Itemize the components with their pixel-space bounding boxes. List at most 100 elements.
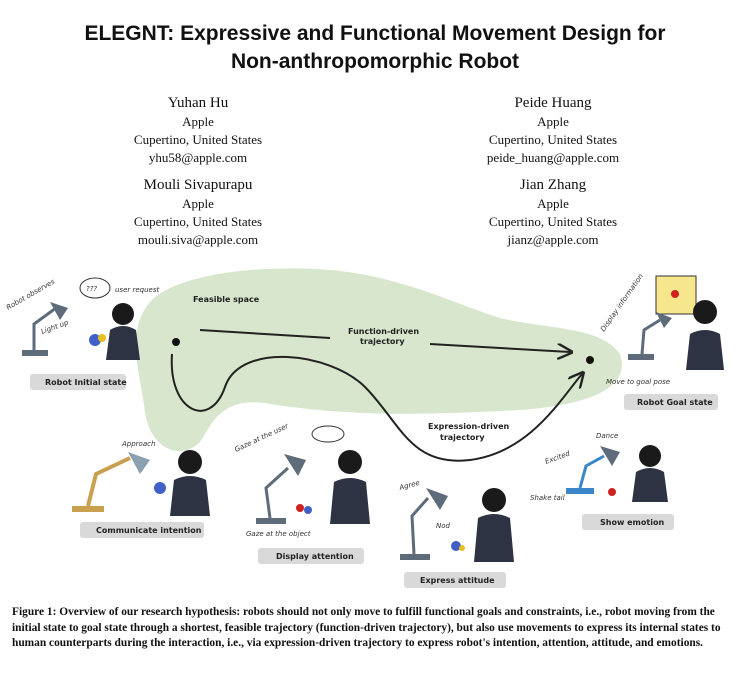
object-icon: [451, 541, 461, 551]
feasible-space-label: Feasible space: [193, 295, 260, 304]
express-attitude-box: [404, 572, 506, 588]
note-display-information: Display information: [599, 272, 645, 333]
author-email[interactable]: jianz@apple.com: [507, 232, 599, 247]
author-affiliation: Apple: [182, 196, 214, 211]
function-trajectory-label: Function-driven: [348, 327, 419, 336]
lamp-head-icon: [426, 488, 448, 510]
lamp-head-icon: [656, 312, 672, 328]
lamp-arm-icon: [264, 466, 290, 519]
express-attitude-illustration: Agree Nod Express attitude: [397, 479, 514, 588]
author-affiliation: Apple: [537, 196, 569, 211]
lamp-head-icon: [50, 302, 68, 320]
communicate-intention-illustration: Approach Communicate intention: [72, 440, 210, 538]
display-attention-illustration: Gaze at the user Gaze at the object Disp…: [233, 422, 370, 564]
object-icon: [296, 504, 304, 512]
speech-bubble-icon: [311, 425, 345, 443]
goal-state-illustration: Display information Move to goal pose Ro…: [599, 272, 724, 410]
display-attention-label: Display attention: [276, 552, 354, 561]
communicate-intention-label: Communicate intention: [96, 526, 202, 535]
note-shake-tail: Shake tail: [530, 494, 565, 502]
note-nod: Nod: [436, 522, 451, 530]
lamp-arm-icon: [86, 456, 131, 507]
person-head-icon: [112, 303, 134, 325]
note-agree: Agree: [397, 479, 420, 492]
note-approach: Approach: [121, 440, 155, 448]
author-block: Peide Huang Apple Cupertino, United Stat…: [443, 93, 663, 167]
person-head-icon: [693, 300, 717, 324]
lamp-base-icon: [256, 518, 286, 524]
author-email[interactable]: yhu58@apple.com: [148, 150, 248, 165]
author-location: Cupertino, United States: [133, 214, 263, 229]
object-icon: [98, 334, 106, 342]
author-email[interactable]: mouli.siva@apple.com: [137, 232, 259, 247]
overview-figure: Feasible space Function-driven trajector…: [5, 268, 724, 588]
initial-state-box: [30, 374, 126, 390]
note-user-request: user request: [115, 286, 160, 294]
show-emotion-box: [582, 514, 674, 530]
title-line-1: ELEGNT: Expressive and Functional Moveme…: [84, 22, 666, 45]
author-name: Jian Zhang: [519, 177, 587, 193]
person-body-icon: [170, 476, 210, 516]
lamp-base-icon: [628, 354, 654, 360]
person-head-icon: [639, 445, 661, 467]
title-line-2: Non-anthropomorphic Robot: [230, 50, 520, 73]
note-move-to-goal: Move to goal pose: [606, 378, 670, 386]
paper-title: ELEGNT: Expressive and Functional Moveme…: [0, 20, 750, 76]
feasible-space-region: [135, 268, 622, 452]
expression-trajectory-label: Expression-driven: [428, 422, 510, 431]
author-affiliation: Apple: [182, 114, 214, 129]
object-icon: [671, 290, 679, 298]
person-head-icon: [482, 488, 506, 512]
lamp-head-icon: [600, 446, 620, 466]
object-icon: [459, 545, 465, 551]
object-icon: [89, 334, 101, 346]
object-icon: [304, 506, 312, 514]
goal-state-box: [624, 394, 718, 410]
note-robot-observes: Robot observes: [5, 277, 57, 311]
author-location: Cupertino, United States: [488, 214, 618, 229]
person-body-icon: [106, 326, 140, 360]
note-excited: Excited: [544, 449, 572, 466]
author-name: Peide Huang: [514, 95, 592, 111]
author-block: Mouli Sivapurapu Apple Cupertino, United…: [88, 175, 308, 249]
show-emotion-label: Show emotion: [600, 518, 664, 527]
person-body-icon: [474, 514, 514, 562]
author-email[interactable]: peide_huang@apple.com: [486, 150, 620, 165]
person-body-icon: [686, 330, 724, 370]
lamp-arm-icon: [640, 318, 661, 355]
lamp-base-icon: [72, 506, 104, 512]
note-dance: Dance: [596, 432, 618, 440]
function-driven-trajectory: [199, 329, 570, 352]
lamp-base-icon: [400, 554, 430, 560]
author-name: Mouli Sivapurapu: [143, 177, 253, 193]
initial-state-label: Robot Initial state: [45, 378, 127, 387]
figure-caption: Figure 1: Overview of our research hypot…: [12, 606, 721, 649]
lamp-head-icon: [128, 452, 150, 474]
goal-point: [586, 356, 594, 364]
lamp-base-icon: [22, 350, 48, 356]
author-block: Yuhan Hu Apple Cupertino, United States …: [88, 93, 308, 167]
initial-state-illustration: Robot observes Light up ??? user request…: [5, 277, 160, 390]
lamp-base-icon: [566, 488, 594, 494]
expression-trajectory-label-2: trajectory: [440, 433, 485, 442]
author-location: Cupertino, United States: [488, 132, 618, 147]
expression-driven-trajectory: [170, 353, 582, 462]
author-location: Cupertino, United States: [133, 132, 263, 147]
note-gaze-user: Gaze at the user: [233, 422, 290, 454]
object-icon: [154, 482, 166, 494]
lamp-arm-icon: [578, 454, 605, 489]
object-icon: [608, 488, 616, 496]
person-body-icon: [330, 478, 370, 524]
express-attitude-label: Express attitude: [420, 576, 495, 585]
speech-bubble-icon: [79, 277, 111, 299]
author-name: Yuhan Hu: [167, 95, 229, 111]
lamp-head-icon: [284, 454, 306, 476]
communicate-intention-box: [80, 522, 204, 538]
person-body-icon: [632, 468, 668, 502]
note-question: ???: [86, 285, 97, 293]
goal-state-label: Robot Goal state: [637, 398, 713, 407]
person-head-icon: [338, 450, 362, 474]
lamp-arm-icon: [410, 497, 430, 555]
author-affiliation: Apple: [537, 114, 569, 129]
author-block: Jian Zhang Apple Cupertino, United State…: [443, 175, 663, 249]
